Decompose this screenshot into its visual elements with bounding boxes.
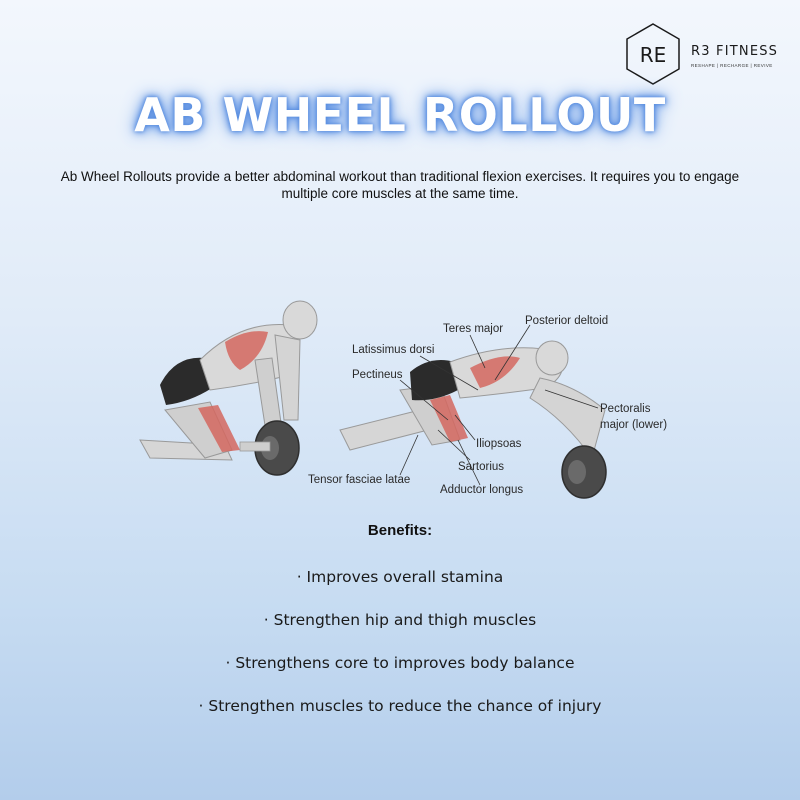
label-sartorius: Sartorius — [458, 461, 504, 473]
label-tensor-fasciae-latae: Tensor fasciae latae — [308, 474, 410, 486]
label-posterior-deltoid: Posterior deltoid — [525, 315, 608, 327]
label-latissimus-dorsi: Latissimus dorsi — [352, 344, 434, 356]
benefit-item: · Strengthens core to improves body bala… — [225, 654, 575, 672]
label-iliopsoas: Iliopsoas — [476, 438, 522, 450]
extended-position-figure — [339, 340, 607, 499]
brand-name: R3 FITNESS — [691, 44, 779, 59]
label-pectineus: Pectineus — [352, 369, 403, 381]
hexagon-logo-icon: RE — [626, 23, 680, 85]
benefit-item: · Strengthen hip and thigh muscles — [263, 611, 537, 629]
brand-logo: RE R3 FITNESS RESHAPE | RECHARGE | REVIV… — [625, 22, 777, 88]
benefit-item: · Strengthen muscles to reduce the chanc… — [198, 697, 602, 715]
label-pectoralis-major-lower: major (lower) — [600, 419, 667, 431]
start-position-figure — [139, 300, 318, 476]
label-adductor-longus: Adductor longus — [440, 484, 523, 496]
page-title: AB WHEEL ROLLOUT — [134, 88, 666, 142]
logo-monogram: RE — [640, 43, 667, 67]
intro-text: Ab Wheel Rollouts provide a better abdom… — [60, 169, 740, 201]
label-pectoralis: Pectoralis — [600, 403, 651, 415]
benefits-heading: Benefits: — [367, 522, 433, 539]
exercise-illustration: Teres major Posterior deltoid Latissimus… — [139, 300, 667, 499]
label-leader-lines — [399, 324, 599, 486]
benefit-item: · Improves overall stamina — [296, 568, 504, 586]
brand-tagline: RESHAPE | RECHARGE | REVIVE — [691, 63, 773, 68]
label-teres-major: Teres major — [443, 323, 503, 335]
